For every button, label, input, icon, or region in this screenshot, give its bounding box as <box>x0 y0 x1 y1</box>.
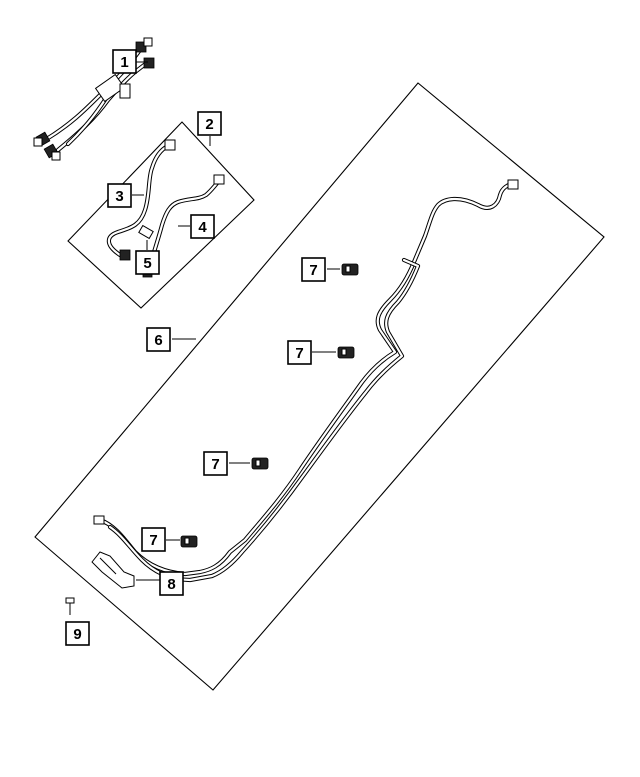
svg-text:9: 9 <box>73 626 81 643</box>
svg-text:5: 5 <box>143 255 151 272</box>
callout-6: 6 <box>146 327 171 352</box>
callout-2: 2 <box>197 111 222 136</box>
bracket-part-8 <box>91 551 135 589</box>
main-assembly-frame <box>34 82 605 691</box>
line-assembly-part-6 <box>93 179 519 583</box>
svg-text:7: 7 <box>309 262 317 279</box>
svg-text:7: 7 <box>295 345 303 362</box>
callout-7: 7 <box>203 451 228 476</box>
callout-9: 9 <box>65 621 90 646</box>
tube-part-3 <box>106 139 176 261</box>
callout-7: 7 <box>141 527 166 552</box>
callout-5: 5 <box>135 250 160 275</box>
svg-text:4: 4 <box>198 219 207 236</box>
clip-part-7 <box>180 535 198 548</box>
callout-1: 1 <box>112 49 137 74</box>
callout-7: 7 <box>287 340 312 365</box>
callout-7: 7 <box>301 257 326 282</box>
svg-text:2: 2 <box>205 116 213 133</box>
svg-text:8: 8 <box>167 576 175 593</box>
svg-text:3: 3 <box>115 188 123 205</box>
callout-4: 4 <box>190 214 215 239</box>
sub-assembly-frame <box>67 121 255 309</box>
svg-text:1: 1 <box>120 54 128 71</box>
svg-text:6: 6 <box>154 332 162 349</box>
svg-text:7: 7 <box>149 532 157 549</box>
bolt-part-9 <box>65 597 75 615</box>
svg-text:7: 7 <box>211 456 219 473</box>
wiring-harness-part-1 <box>33 37 155 161</box>
clip-part-7 <box>251 457 269 470</box>
clip-part-7 <box>341 263 359 276</box>
callout-8: 8 <box>159 571 184 596</box>
callout-3: 3 <box>107 183 132 208</box>
clip-part-7 <box>337 346 355 359</box>
